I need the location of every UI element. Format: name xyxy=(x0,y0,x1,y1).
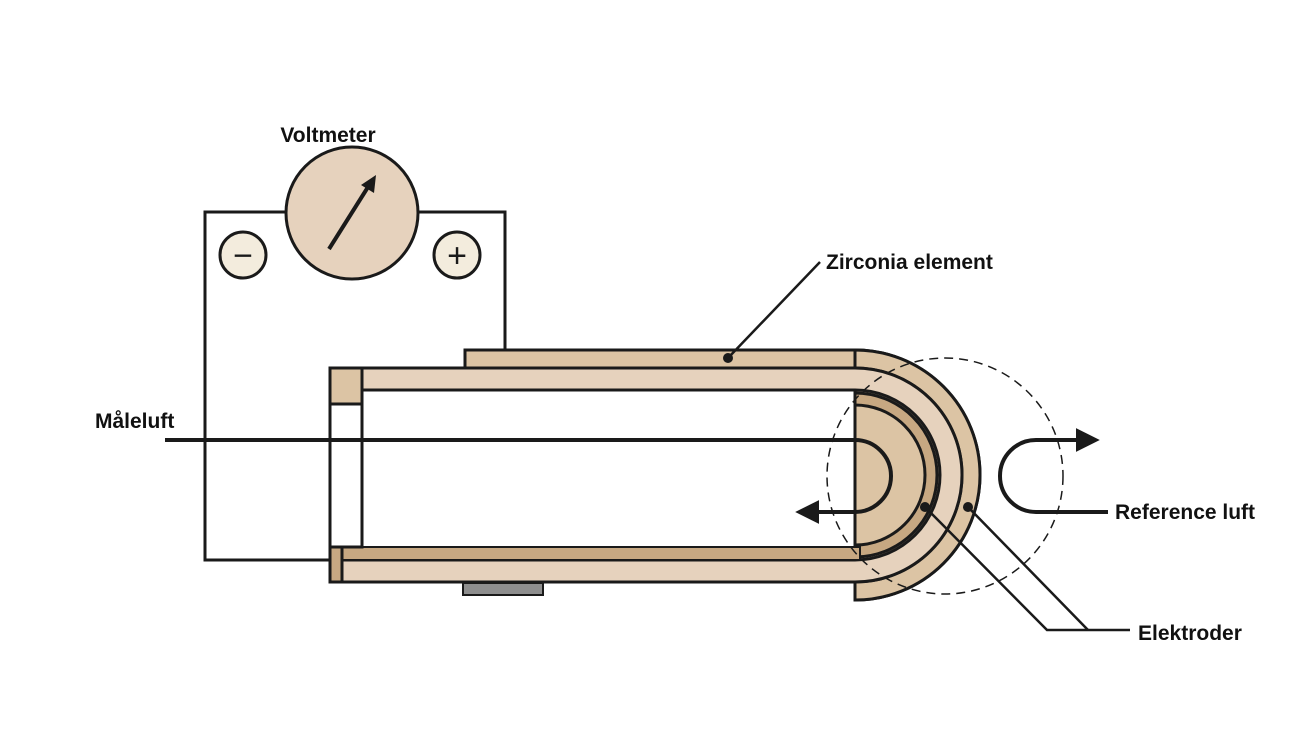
reference-air-flow-line xyxy=(998,428,1108,514)
negative-terminal: − xyxy=(218,230,268,280)
electrode-leader-outer xyxy=(967,506,1089,631)
plus-symbol: + xyxy=(447,237,467,275)
electrode-leader-inner xyxy=(924,506,1130,632)
bottom-electrode-strip xyxy=(339,546,861,561)
minus-symbol: − xyxy=(233,237,253,275)
mounting-flange-top xyxy=(328,366,364,406)
detail-circle xyxy=(826,357,1064,595)
electrode-dot-inner xyxy=(920,502,930,512)
measurement-air-flow-line xyxy=(165,438,893,524)
circuit-wire-left xyxy=(203,210,330,562)
label-elektroder: Elektroder xyxy=(1138,622,1242,645)
electrode-dot-outer xyxy=(963,502,973,512)
label-reference-luft: Reference luft xyxy=(1115,501,1255,524)
voltmeter xyxy=(284,145,420,281)
voltmeter-needle-icon xyxy=(327,185,370,251)
zirconia-leader-line xyxy=(727,261,821,359)
circuit-wire-right xyxy=(417,210,507,350)
label-zirconia-element: Zirconia element xyxy=(826,251,993,274)
sensor-plate xyxy=(462,582,544,596)
mounting-flange-bottom xyxy=(328,545,344,584)
positive-terminal: + xyxy=(432,230,482,280)
label-voltmeter: Voltmeter xyxy=(280,124,375,147)
label-maaleluft: Måleluft xyxy=(95,410,174,433)
mounting-flange-mid xyxy=(328,402,364,549)
zirconia-leader-dot xyxy=(723,353,733,363)
